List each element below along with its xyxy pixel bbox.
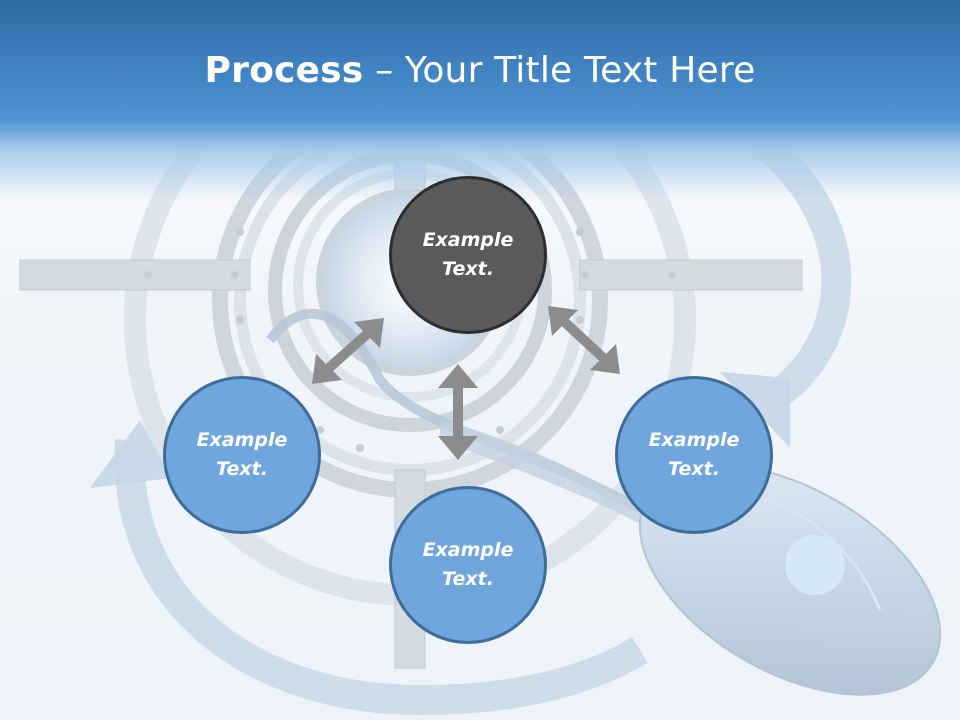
- title-bar: [0, 0, 960, 200]
- process-node-left-label: Example Text.: [196, 429, 288, 480]
- double-arrow-top-left-icon: [312, 318, 384, 384]
- process-node-bottom[interactable]: Example Text.: [389, 486, 547, 644]
- slide-title: Process – Your Title Text Here: [0, 50, 960, 91]
- process-node-right[interactable]: Example Text.: [615, 376, 773, 534]
- double-arrow-top-right-icon: [548, 306, 620, 374]
- process-node-left[interactable]: Example Text.: [163, 376, 321, 534]
- process-node-top[interactable]: Example Text.: [389, 176, 547, 334]
- title-bold: Process: [204, 50, 364, 91]
- process-node-top-label: Example Text.: [422, 229, 514, 280]
- title-rest: – Your Title Text Here: [363, 50, 756, 91]
- process-node-right-label: Example Text.: [648, 429, 740, 480]
- curved-arrow-left-icon: [114, 439, 648, 716]
- double-arrow-vertical-icon: [438, 364, 478, 460]
- connector-arrows: [312, 306, 620, 460]
- process-node-bottom-label: Example Text.: [422, 539, 514, 590]
